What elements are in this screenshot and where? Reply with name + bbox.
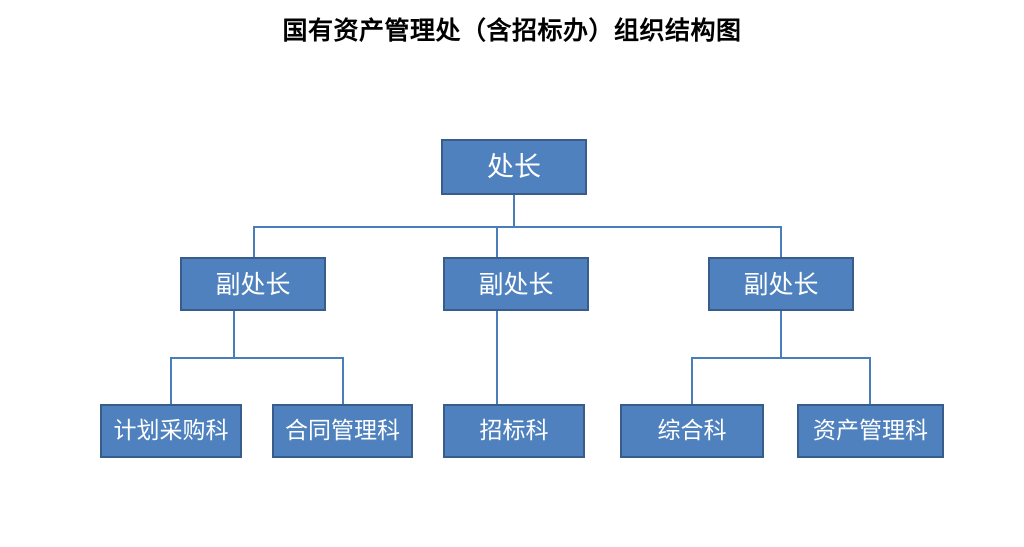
connector-deputy-3-bus bbox=[691, 357, 871, 359]
connector-drop-asset-management bbox=[869, 357, 871, 405]
node-section-bidding[interactable]: 招标科 bbox=[443, 404, 585, 458]
page-title: 国有资产管理处（含招标办）组织结构图 bbox=[282, 16, 742, 45]
node-deputy-director-1[interactable]: 副处长 bbox=[180, 257, 326, 311]
connector-drop-deputy-3 bbox=[780, 226, 782, 258]
node-section-general-affairs-label: 综合科 bbox=[657, 417, 727, 444]
connector-drop-contract-management bbox=[342, 357, 344, 405]
connector-level2-bus bbox=[253, 226, 781, 228]
node-deputy-director-1-label: 副处长 bbox=[215, 269, 291, 299]
node-section-asset-management-label: 资产管理科 bbox=[813, 417, 928, 444]
connector-drop-general-affairs bbox=[691, 357, 693, 405]
node-deputy-director-2[interactable]: 副处长 bbox=[443, 257, 589, 311]
node-section-bidding-label: 招标科 bbox=[479, 417, 549, 444]
node-section-planning-procurement[interactable]: 计划采购科 bbox=[100, 404, 242, 458]
node-section-contract-management[interactable]: 合同管理科 bbox=[272, 404, 413, 458]
node-section-asset-management[interactable]: 资产管理科 bbox=[797, 404, 944, 458]
node-section-contract-management-label: 合同管理科 bbox=[285, 417, 400, 444]
node-director[interactable]: 处长 bbox=[441, 139, 587, 195]
node-deputy-director-3-label: 副处长 bbox=[743, 269, 819, 299]
connector-deputy-1-stem bbox=[233, 311, 235, 358]
connector-drop-deputy-1 bbox=[253, 226, 255, 258]
node-deputy-director-3[interactable]: 副处长 bbox=[708, 257, 854, 311]
node-director-label: 处长 bbox=[487, 151, 541, 183]
connector-drop-deputy-2 bbox=[496, 226, 498, 258]
connector-drop-planning-procurement bbox=[170, 357, 172, 405]
connector-deputy-3-stem bbox=[780, 311, 782, 358]
connector-director-stem bbox=[513, 195, 515, 227]
node-section-general-affairs[interactable]: 综合科 bbox=[620, 404, 764, 458]
node-deputy-director-2-label: 副处长 bbox=[478, 269, 554, 299]
node-section-planning-procurement-label: 计划采购科 bbox=[113, 417, 229, 444]
connector-deputy-2-stem bbox=[496, 311, 498, 405]
connector-deputy-1-bus bbox=[170, 357, 344, 359]
